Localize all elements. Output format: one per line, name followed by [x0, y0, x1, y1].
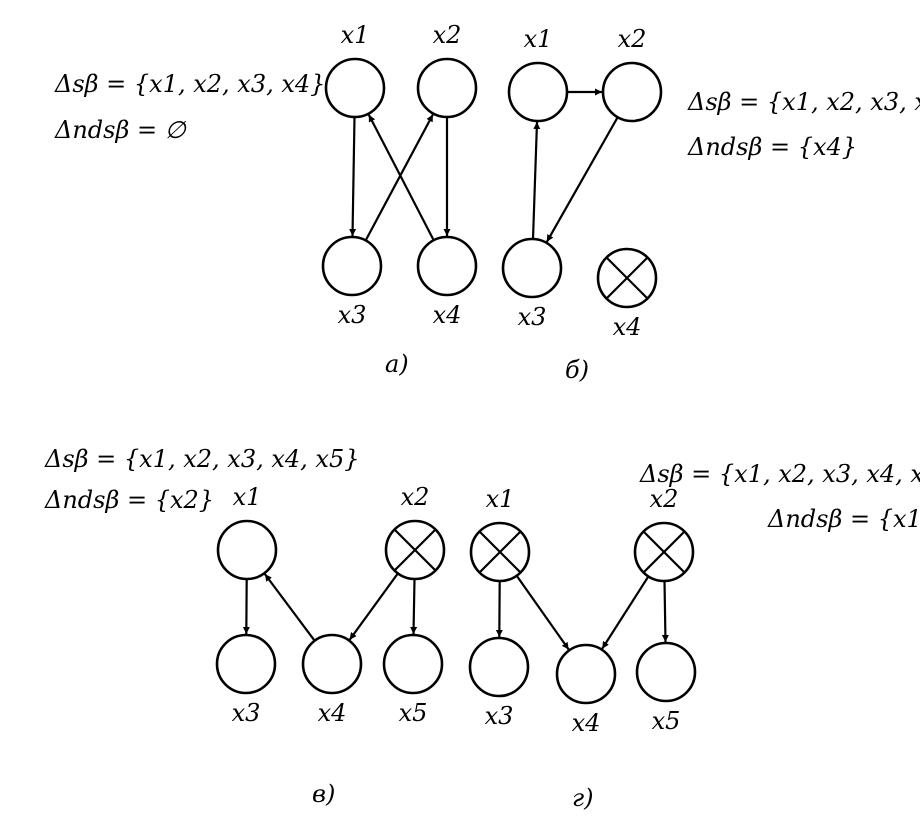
node-x3: x3 [503, 239, 561, 331]
panel-a-graph: x1 x2 x3 x4 [323, 21, 476, 329]
node-label: x3 [485, 702, 514, 730]
node-x5: x5 [384, 635, 442, 727]
node-label: x3 [232, 699, 261, 727]
node-x1: x1 [509, 25, 567, 121]
node-circle [637, 643, 695, 701]
node-x5: x5 [637, 643, 695, 735]
edge-x1-to-x4 [517, 576, 569, 650]
panel-v-caption: в) [312, 780, 335, 808]
node-label: x1 [486, 485, 515, 513]
panel-b-graph: x1 x2 x3 x4 [503, 25, 661, 341]
node-x1: x1 [471, 485, 529, 581]
edge-x2-to-x4 [602, 576, 648, 648]
node-circle [557, 645, 615, 703]
node-x4: x4 [557, 645, 615, 737]
node-x4: x4 [598, 249, 656, 341]
edge-x2-to-x3 [547, 117, 618, 242]
node-label: x2 [401, 483, 430, 511]
node-x4: x4 [303, 635, 361, 727]
node-circle [509, 63, 567, 121]
edge-x1-to-x3 [353, 117, 355, 236]
node-circle [323, 237, 381, 295]
node-label: x4 [433, 301, 462, 329]
node-label: x1 [233, 483, 262, 511]
node-x2: x2 [635, 485, 693, 581]
panel-v-nd-line: Δndsβ = {x2} [44, 486, 214, 514]
node-x2: x2 [603, 25, 661, 121]
node-circle [418, 237, 476, 295]
node-label: x1 [524, 25, 553, 53]
panel-a-set-line: Δsβ = {x1, x2, x3, x4} [54, 70, 325, 98]
panel-v-graph: x1 x2 x3 x4 x5 [217, 483, 444, 727]
node-circle [470, 638, 528, 696]
panel-v-set-line: Δsβ = {x1, x2, x3, x4, x5} [44, 445, 359, 473]
node-label: x2 [650, 485, 679, 513]
node-label: x3 [338, 301, 367, 329]
node-circle [384, 635, 442, 693]
edge-x3-to-x1 [533, 122, 537, 239]
edge-x2-to-x5 [665, 581, 666, 642]
panel-g-nd-line: Δndsβ = {x1, x2 [767, 505, 920, 533]
panel-g-graph: x1 x2 x3 x4 x5 [470, 485, 695, 737]
node-circle [303, 635, 361, 693]
edge-x2-to-x4 [350, 573, 398, 639]
panel-a-nd-line: Δndsβ = ∅ [54, 116, 187, 144]
node-label: x2 [618, 25, 647, 53]
node-x2: x2 [418, 21, 476, 117]
node-circle [218, 521, 276, 579]
panel-b-caption: б) [565, 356, 589, 384]
node-x3: x3 [217, 635, 275, 727]
node-label: x1 [341, 21, 370, 49]
node-circle [503, 239, 561, 297]
node-label: x4 [318, 699, 347, 727]
panel-a-caption: а) [385, 350, 409, 378]
node-x1: x1 [326, 21, 384, 117]
node-label: x5 [652, 707, 681, 735]
node-circle [418, 59, 476, 117]
node-x2: x2 [386, 483, 444, 579]
node-circle [603, 63, 661, 121]
node-x3: x3 [323, 237, 381, 329]
edge-x2-to-x5 [414, 579, 415, 634]
node-label: x5 [399, 699, 428, 727]
node-circle [217, 635, 275, 693]
node-label: x4 [613, 313, 642, 341]
node-x3: x3 [470, 638, 528, 730]
node-x4: x4 [418, 237, 476, 329]
edge-x4-to-x1 [265, 574, 315, 641]
node-label: x3 [518, 303, 547, 331]
panel-g-set-line: Δsβ = {x1, x2, x3, x4, x5 [639, 460, 920, 488]
node-x1: x1 [218, 483, 276, 579]
node-label: x4 [572, 709, 601, 737]
node-circle [326, 59, 384, 117]
panel-b-nd-line: Δndsβ = {x4} [687, 133, 857, 161]
panel-g-caption: г) [572, 784, 594, 812]
node-label: x2 [433, 21, 462, 49]
panel-b-set-line: Δsβ = {x1, x2, x3, x [687, 88, 920, 116]
